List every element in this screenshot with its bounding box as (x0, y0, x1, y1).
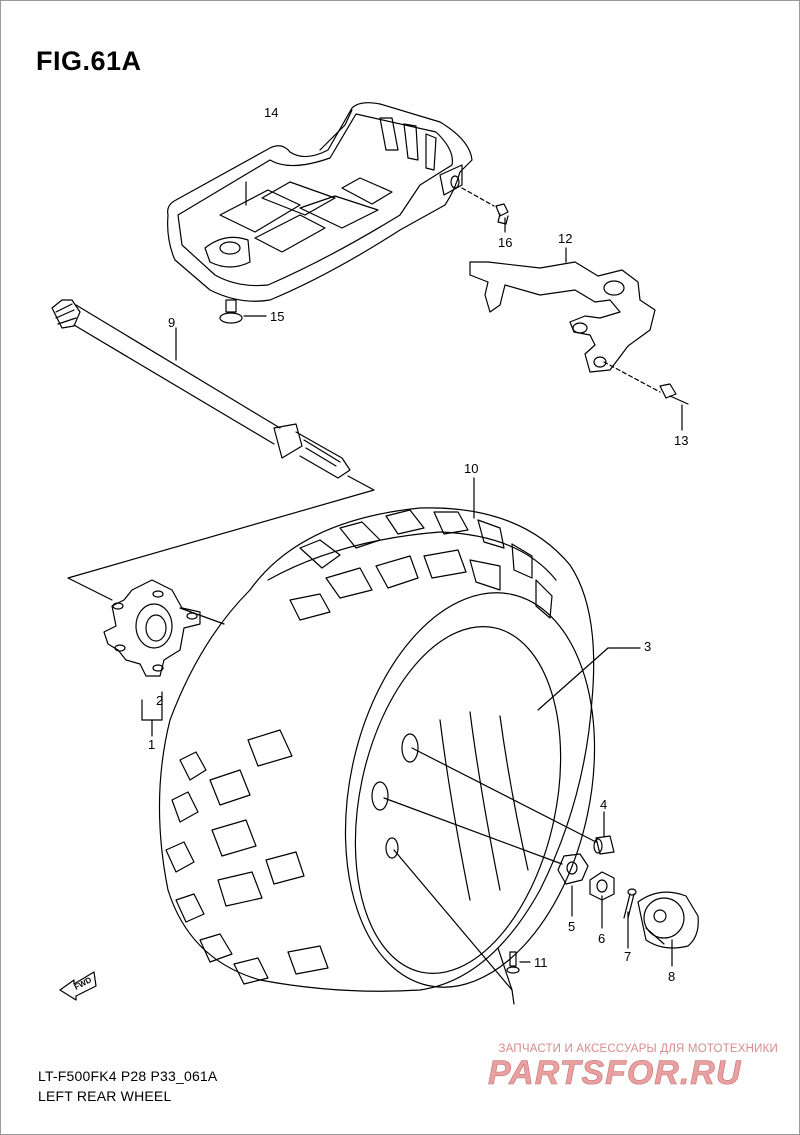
callout-15: 15 (270, 309, 285, 324)
watermark-tagline: ЗАПЧАСТИ И АКСЕССУАРЫ ДЛЯ МОТОТЕХНИКИ (498, 1043, 778, 1055)
callout-13: 13 (674, 433, 689, 448)
callout-5: 5 (568, 919, 576, 934)
bracket-part-12 (469, 247, 656, 373)
callout-1: 1 (148, 737, 156, 752)
figure-title: FIG.61A (36, 46, 142, 76)
axle-part-9 (51, 299, 351, 479)
washer-part-5 (557, 853, 589, 885)
callout-10: 10 (464, 461, 479, 476)
cotter-pin-part-7 (623, 888, 637, 919)
fwd-label: FWD (73, 975, 94, 992)
spacer-part-4 (593, 835, 615, 855)
bolt-part-13 (603, 361, 689, 431)
leader-lines (67, 475, 375, 625)
part-leader-lines (383, 747, 673, 1005)
watermark-brand: PARTSFOR.RU (488, 1054, 742, 1092)
hub-cap-part-8 (637, 891, 699, 949)
callout-7: 7 (624, 949, 632, 964)
rim-part-3 (344, 592, 641, 988)
callout-8: 8 (668, 969, 676, 984)
callout-2: 2 (156, 693, 164, 708)
fwd-arrow-icon (59, 971, 97, 1001)
callout-16: 16 (498, 235, 513, 250)
model-code: LT-F500FK4 P28 P33_061A (38, 1068, 218, 1084)
callout-3: 3 (644, 639, 652, 654)
skid-plate-part-14 (167, 102, 473, 302)
hub-part-1 (103, 579, 201, 737)
callout-11: 11 (534, 955, 548, 970)
castle-nut-part-6 (589, 871, 615, 901)
callout-12: 12 (558, 231, 573, 246)
callout-4: 4 (600, 797, 608, 812)
wheel-tire-part-10 (158, 477, 595, 992)
bolt-part-15 (219, 299, 267, 324)
valve-part-11 (506, 951, 520, 974)
callout-6: 6 (598, 931, 606, 946)
fwd-label-wrap: FWD (73, 975, 94, 992)
bolt-part-16 (461, 187, 509, 233)
diagram-caption: LEFT REAR WHEEL (38, 1088, 172, 1104)
callout-9: 9 (168, 315, 176, 330)
watermark-brand-logo: PARTSFOR.RU (488, 1054, 742, 1092)
callout-14: 14 (264, 105, 279, 120)
